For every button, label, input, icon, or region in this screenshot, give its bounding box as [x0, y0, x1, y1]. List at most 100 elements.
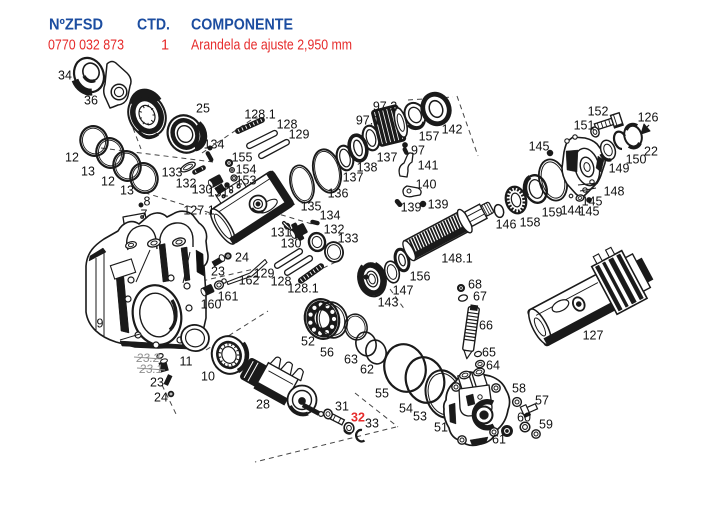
svg-text:155: 155 [232, 151, 253, 165]
svg-text:7: 7 [141, 208, 148, 222]
svg-text:64: 64 [486, 359, 500, 373]
svg-text:28: 28 [256, 398, 270, 412]
svg-text:146: 146 [496, 218, 517, 232]
svg-text:63: 63 [344, 353, 358, 367]
svg-text:13: 13 [81, 165, 95, 179]
svg-text:137: 137 [343, 171, 364, 185]
svg-text:135: 135 [301, 200, 322, 214]
svg-text:66: 66 [479, 319, 493, 333]
svg-text:97.2: 97.2 [373, 100, 397, 114]
svg-text:148.1: 148.1 [441, 252, 472, 266]
svg-text:145: 145 [582, 195, 603, 209]
svg-text:59: 59 [539, 418, 553, 432]
svg-text:68: 68 [468, 278, 482, 292]
svg-text:56: 56 [320, 346, 334, 360]
svg-text:149: 149 [609, 162, 630, 176]
svg-text:60: 60 [517, 411, 531, 425]
svg-text:23: 23 [211, 265, 225, 279]
svg-text:140: 140 [416, 178, 437, 192]
svg-text:162: 162 [239, 274, 260, 288]
svg-text:132: 132 [176, 177, 197, 191]
svg-text:127: 127 [583, 329, 604, 343]
svg-text:145: 145 [579, 205, 600, 219]
svg-text:52: 52 [301, 335, 315, 349]
svg-text:24: 24 [154, 391, 168, 405]
svg-text:150: 150 [626, 153, 647, 167]
svg-text:128.1: 128.1 [244, 108, 275, 122]
svg-text:134: 134 [204, 138, 225, 152]
svg-text:132: 132 [324, 223, 345, 237]
svg-text:158: 158 [520, 216, 541, 230]
svg-text:142: 142 [442, 123, 463, 137]
svg-text:136: 136 [328, 187, 349, 201]
svg-text:65: 65 [482, 346, 496, 360]
svg-text:160: 160 [201, 298, 222, 312]
svg-text:53: 53 [413, 410, 427, 424]
svg-text:0770 032 873: 0770 032 873 [48, 38, 124, 54]
svg-text:161: 161 [218, 290, 239, 304]
svg-text:55: 55 [375, 387, 389, 401]
svg-text:153: 153 [236, 174, 257, 188]
svg-text:CTD.: CTD. [137, 17, 170, 34]
svg-text:54: 54 [399, 402, 413, 416]
svg-text:128: 128 [277, 118, 298, 132]
svg-text:11: 11 [180, 355, 193, 369]
svg-text:COMPONENTE: COMPONENTE [191, 17, 293, 34]
svg-text:128: 128 [271, 275, 292, 289]
svg-text:137: 137 [377, 151, 398, 165]
svg-text:154: 154 [236, 163, 257, 177]
svg-text:NºZFSD: NºZFSD [49, 17, 103, 34]
svg-text:67: 67 [473, 290, 487, 304]
svg-text:58: 58 [512, 382, 526, 396]
svg-text:97.1: 97.1 [356, 114, 380, 128]
svg-text:10: 10 [201, 370, 215, 384]
svg-text:23: 23 [150, 376, 164, 390]
svg-text:138: 138 [357, 161, 378, 175]
svg-text:159: 159 [542, 206, 563, 220]
svg-text:152: 152 [588, 105, 609, 119]
svg-text:143: 143 [378, 296, 399, 310]
svg-text:139: 139 [401, 201, 422, 215]
svg-text:130: 130 [281, 237, 302, 251]
svg-text:8: 8 [144, 195, 151, 209]
svg-text:12: 12 [65, 151, 79, 165]
svg-text:131: 131 [271, 226, 292, 240]
svg-text:22: 22 [644, 145, 658, 159]
svg-text:25: 25 [196, 102, 210, 116]
svg-text:12: 12 [101, 175, 115, 189]
svg-text:57: 57 [535, 394, 549, 408]
svg-text:51: 51 [434, 421, 448, 435]
svg-text:31: 31 [335, 400, 349, 414]
svg-text:156: 156 [410, 270, 431, 284]
svg-text:151: 151 [574, 119, 595, 133]
svg-text:148: 148 [604, 185, 625, 199]
svg-text:144: 144 [561, 204, 582, 218]
svg-text:134: 134 [320, 209, 341, 223]
svg-text:145: 145 [529, 140, 550, 154]
svg-text:147: 147 [393, 284, 414, 298]
svg-text:133: 133 [162, 166, 183, 180]
svg-text:129: 129 [254, 267, 275, 281]
svg-text:9: 9 [97, 317, 104, 331]
svg-text:Arandela de ajuste 2,950 mm: Arandela de ajuste 2,950 mm [191, 38, 352, 54]
svg-text:24: 24 [235, 251, 249, 265]
svg-text:62: 62 [360, 363, 374, 377]
svg-text:128.1: 128.1 [287, 282, 318, 296]
svg-text:141: 141 [418, 159, 439, 173]
svg-text:32: 32 [351, 411, 365, 425]
svg-text:131: 131 [208, 186, 229, 200]
svg-text:36: 36 [84, 94, 98, 108]
svg-text:13: 13 [120, 184, 134, 198]
svg-text:97: 97 [411, 144, 425, 158]
svg-text:127.1: 127.1 [183, 204, 214, 218]
svg-text:129: 129 [289, 128, 310, 142]
svg-text:126: 126 [638, 111, 659, 125]
svg-text:133: 133 [338, 232, 359, 246]
svg-text:1: 1 [161, 38, 169, 54]
svg-text:130: 130 [192, 183, 213, 197]
svg-text:33: 33 [365, 417, 379, 431]
svg-text:61: 61 [492, 433, 506, 447]
svg-text:34: 34 [58, 69, 72, 83]
svg-text:139: 139 [428, 198, 449, 212]
svg-text:157: 157 [419, 130, 440, 144]
